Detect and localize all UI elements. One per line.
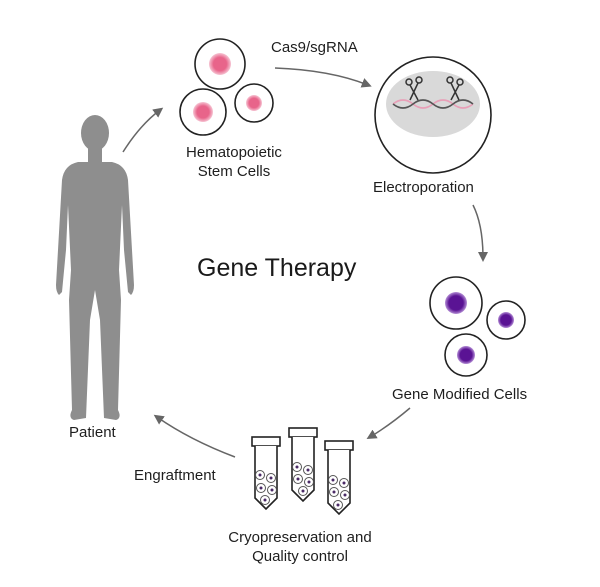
hematopoietic-stem-cells-icon [179, 38, 274, 136]
patient-label: Patient [69, 424, 116, 441]
hsc-label-line2: Stem Cells [197, 163, 271, 180]
scissors-icon [405, 76, 464, 101]
diagram-title: Gene Therapy [197, 254, 357, 282]
cas9-sgrna-label: Cas9/sgRNA [271, 39, 358, 56]
engraftment-label: Engraftment [134, 467, 216, 484]
hsc-label-line1: Hematopoietic [186, 144, 282, 161]
arrow-electroporation-to-modified [472, 204, 488, 262]
arrow-modified-to-cryo [366, 407, 411, 440]
hsc-label: Hematopoietic Stem Cells [178, 143, 290, 181]
cryo-label-line1: Cryopreservation and [228, 529, 372, 546]
arrow-hsc-to-electroporation [274, 67, 372, 88]
patient-silhouette-icon [56, 115, 134, 420]
arrow-patient-to-hsc [122, 107, 164, 153]
arrow-engraftment-to-patient [153, 414, 236, 458]
gene-modified-cells-icon [429, 276, 526, 377]
electroporation-icon [374, 56, 492, 174]
electroporation-label: Electroporation [373, 179, 474, 196]
gene-modified-cells-label: Gene Modified Cells [392, 386, 528, 403]
cryo-label-line2: Quality control [252, 548, 348, 565]
cryo-label: Cryopreservation and Quality control [205, 528, 395, 566]
dna-helix-icon [392, 99, 474, 109]
